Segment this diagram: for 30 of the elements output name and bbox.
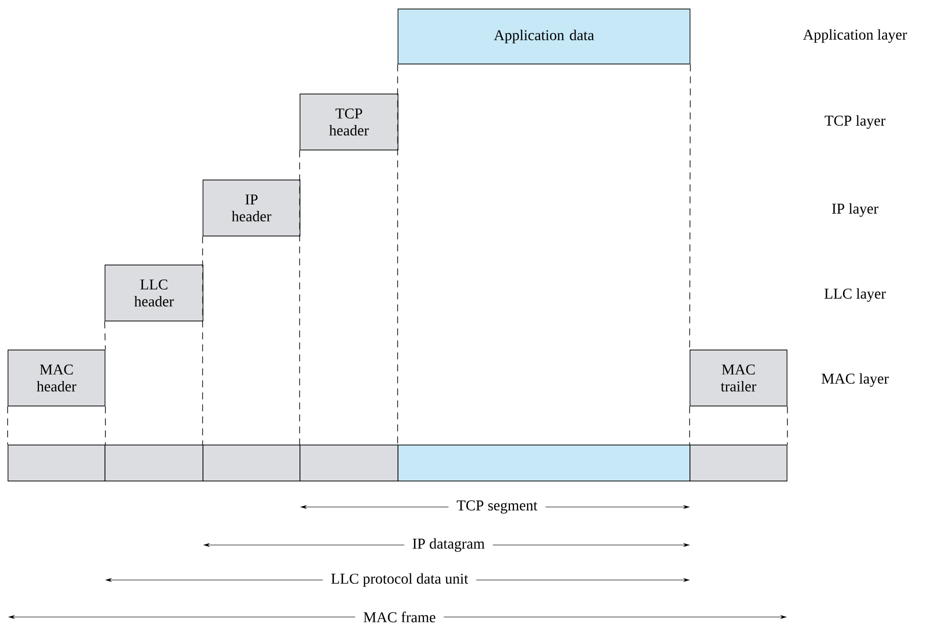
header-box: IP header [202,180,300,236]
header-box: MAC header [8,350,106,406]
header-box: MAC trailer [690,350,788,406]
guide-line [397,64,398,445]
frame-cell [398,444,690,482]
dimension-label: TCP segment [448,499,546,515]
layer-label: MAC layer [822,373,889,387]
dimension-label: IP datagram [404,537,493,553]
layer-label: TCP layer [824,115,886,129]
header-box: TCP header [300,94,398,150]
frame-cell [104,444,204,482]
layer-label: LLC layer [824,288,886,302]
guide-line [787,406,788,445]
guide-line [299,150,300,445]
guide-line [7,406,8,445]
dimension-label: LLC protocol data unit [322,572,476,588]
header-box: LLC header [104,264,204,322]
guide-line [202,236,203,445]
guide-line [104,321,106,350]
guide-line [689,64,691,350]
dimension-label: MAC frame [355,610,444,624]
layer-label: Application layer [803,29,907,43]
guide-line [105,406,106,445]
layer-label: IP layer [832,203,878,217]
frame-cell [202,444,300,482]
frame-cell [300,444,398,482]
guide-line [689,406,690,445]
frame-cell [690,444,788,482]
frame-cell [8,444,106,482]
data-box: Application data [398,8,690,64]
